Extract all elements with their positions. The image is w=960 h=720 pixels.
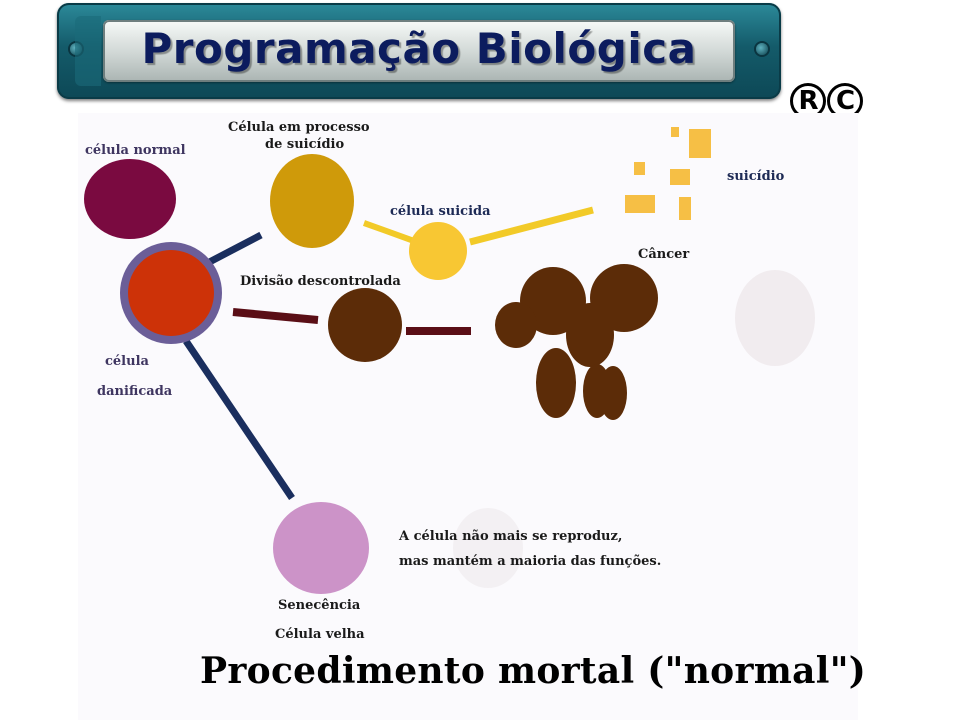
fragment-shape bbox=[625, 195, 655, 213]
link-damaged-to-division bbox=[232, 308, 319, 324]
old-cell-shape bbox=[273, 502, 369, 594]
fragment-shape bbox=[689, 129, 711, 158]
suicide-process-cell-shape bbox=[270, 154, 354, 248]
diagram-caption: Procedimento mortal ("normal") bbox=[200, 650, 867, 692]
senescence-label: Senecência bbox=[278, 598, 361, 613]
damaged-cell-shape bbox=[128, 250, 214, 336]
normal-cell-shape bbox=[84, 159, 176, 239]
suicidal-cell-shape bbox=[409, 222, 467, 280]
suicide-process-label-line2: de suicídio bbox=[265, 137, 345, 152]
page-title: Programação Biológica bbox=[141, 24, 697, 73]
uncontrolled-division-label: Divisão descontrolada bbox=[240, 274, 401, 289]
fragment-shape bbox=[670, 169, 690, 185]
senescence-note-line2: mas mantém a maioria das funções. bbox=[399, 554, 662, 569]
suicide-label: suicídio bbox=[727, 169, 785, 184]
normal-cell-label: célula normal bbox=[85, 143, 186, 158]
cancer-cell-shape bbox=[495, 302, 537, 348]
ghost-cell-shape bbox=[735, 270, 815, 366]
cancer-cluster bbox=[495, 264, 658, 420]
link-suicide-process-to-suicidal bbox=[362, 220, 416, 244]
link-suicidal-to-suicide bbox=[469, 206, 594, 246]
fragment-shape bbox=[679, 197, 691, 220]
cancer-cell-shape bbox=[536, 348, 576, 418]
suicide-process-label-line1: Célula em processo bbox=[228, 120, 370, 135]
fragment-shape bbox=[634, 162, 645, 175]
right-rivet-icon bbox=[756, 43, 768, 55]
diagram-canvas bbox=[84, 127, 815, 594]
cancer-cell-shape bbox=[520, 267, 586, 335]
suicidal-cell-label: célula suicida bbox=[390, 204, 491, 219]
banner-plate: Programação Biológica bbox=[75, 16, 735, 86]
suicide-fragments bbox=[625, 127, 711, 220]
ghost-cell-shape-2 bbox=[453, 508, 523, 588]
damaged-cell-label-line2: danificada bbox=[97, 384, 173, 399]
header-banner: Programação Biológica bbox=[57, 3, 781, 99]
diagram-panel: célula normal Célula em processo de suic… bbox=[78, 113, 858, 720]
division-cell-shape bbox=[328, 288, 402, 362]
fragment-shape bbox=[671, 127, 679, 137]
link-damaged-to-old-cell bbox=[183, 339, 295, 500]
cancer-label: Câncer bbox=[638, 247, 690, 262]
senescence-note-line1: A célula não mais se reproduz, bbox=[399, 529, 623, 544]
old-cell-label: Célula velha bbox=[275, 627, 365, 642]
damaged-cell-label-line1: célula bbox=[105, 354, 149, 369]
cancer-cell-shape bbox=[566, 303, 614, 367]
cancer-cell-shape bbox=[599, 366, 627, 420]
